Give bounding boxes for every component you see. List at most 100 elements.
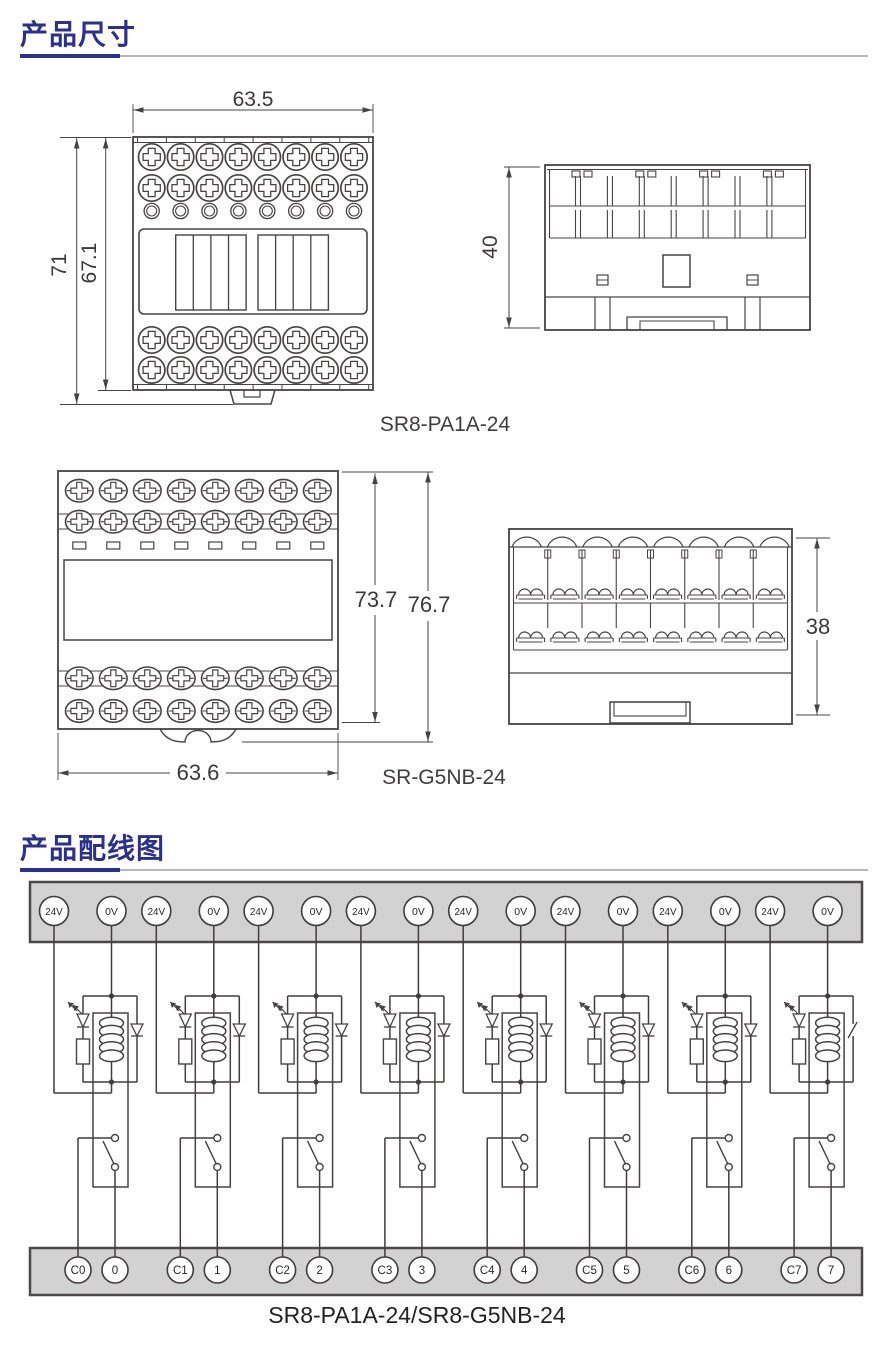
bottom-terminal-c1-1: C1 (166, 1256, 195, 1284)
top-terminal-24v-2: 24V (243, 895, 274, 927)
terminal-label: 24V (45, 907, 63, 918)
terminal-label: 24V (250, 907, 268, 918)
dimension-label: 40 (480, 235, 502, 258)
terminal-label: 0V (821, 906, 834, 918)
terminal-screws (137, 142, 369, 385)
section-title-dimensions: 产品尺寸 (20, 13, 136, 53)
bottom-terminal-3-3: 3 (408, 1256, 436, 1284)
terminal-label: 0 (112, 1265, 118, 1277)
terminal-label: 5 (623, 1265, 629, 1277)
section-title-wiring: 产品配线图 (20, 827, 165, 867)
diode-icon (641, 1023, 656, 1038)
top-terminal-0v-4: 0V (505, 895, 537, 927)
bottom-terminal-7-7: 7 (817, 1256, 845, 1284)
relay-circuit-2 (257, 925, 349, 1257)
relay-circuit-3 (360, 925, 451, 1257)
diode-icon (539, 1023, 554, 1038)
led-indicator-icon (67, 1001, 83, 1015)
section-underline (20, 54, 868, 58)
terminal-label: 0V (719, 906, 732, 918)
led-indicator-icon (374, 1001, 390, 1015)
top-terminal-0v-6: 0V (709, 895, 741, 927)
diode-icon (334, 1023, 349, 1038)
terminal-label: 0V (105, 906, 118, 918)
top-terminal-24v-1: 24V (141, 895, 172, 927)
coil-icon (98, 1016, 125, 1063)
top-terminal-24v-6: 24V (652, 895, 684, 927)
dimension-label: 63.6 (177, 760, 220, 785)
led-indicator-icon (272, 1001, 287, 1015)
section-title-text: 产品配线图 (20, 833, 166, 864)
bottom-terminal-c0-0: C0 (64, 1256, 92, 1284)
terminal-label: 3 (419, 1265, 425, 1277)
terminal-label: 24V (352, 907, 370, 918)
coil-icon (303, 1016, 329, 1063)
dimension-label: 76.7 (408, 592, 451, 617)
top-terminal-24v-0: 24V (38, 895, 70, 927)
terminal-label: C5 (582, 1265, 597, 1277)
switch-contact (691, 1133, 733, 1172)
relay-circuit-4 (462, 925, 554, 1257)
diode-icon (232, 1023, 247, 1038)
led-indicator-icon (476, 1001, 492, 1015)
relay-circuit-7 (769, 925, 858, 1257)
terminal-label: 2 (316, 1265, 322, 1277)
bottom-terminal-c2-2: C2 (268, 1256, 297, 1284)
underline-accent (20, 54, 120, 58)
bottom-terminal-c5-5: C5 (575, 1256, 604, 1284)
terminal-label: 7 (828, 1265, 834, 1277)
terminal-label: C2 (275, 1265, 290, 1277)
terminal-label: 0V (310, 906, 323, 918)
diode-icon (129, 1023, 145, 1038)
g5nb-side-drawing: 38 (508, 528, 830, 725)
coil-icon (814, 1016, 841, 1063)
switch-contact (282, 1133, 324, 1172)
terminal-label: 24V (557, 907, 575, 918)
switch-contact (589, 1133, 631, 1172)
terminal-label: C7 (787, 1265, 802, 1277)
led-indicator-icon (579, 1001, 594, 1015)
top-terminal-0v-2: 0V (300, 895, 332, 927)
led-indicator-icon (783, 1001, 799, 1015)
relay-circuit-0 (53, 925, 145, 1257)
top-terminal-0v-0: 0V (96, 895, 127, 927)
diode-icon (743, 1023, 758, 1038)
led-indicator-icon (169, 1001, 185, 1015)
switch-contact (384, 1133, 427, 1172)
terminal-label: 0V (514, 906, 527, 918)
section-title-text: 产品尺寸 (20, 19, 137, 50)
contact-slash-icon (847, 1021, 858, 1039)
underline-accent (20, 868, 120, 872)
terminal-label: 24V (761, 907, 779, 918)
terminal-label: 24V (148, 907, 166, 918)
relay-circuit-5 (564, 925, 656, 1257)
bottom-terminal-6-6: 6 (714, 1256, 743, 1284)
bottom-terminal-c6-6: C6 (677, 1256, 706, 1284)
top-terminal-0v-1: 0V (198, 895, 230, 927)
top-terminal-24v-3: 24V (345, 895, 377, 927)
terminal-label: 0V (617, 906, 630, 918)
wiring-caption: SR8-PA1A-24/SR8-G5NB-24 (268, 1302, 566, 1328)
section-underline (20, 868, 868, 872)
coil-icon (610, 1016, 636, 1063)
bottom-terminal-1-1: 1 (203, 1256, 232, 1284)
terminal-label: 6 (726, 1265, 732, 1277)
diode-icon (436, 1023, 451, 1038)
terminal-label: C4 (480, 1265, 495, 1277)
dimension-label: 73.7 (355, 587, 398, 612)
dimension-label: 67.1 (78, 243, 101, 284)
top-terminal-24v-4: 24V (447, 895, 479, 927)
terminal-label: C1 (173, 1265, 188, 1277)
top-terminal-24v-7: 24V (754, 895, 786, 927)
switch-contact (78, 1133, 120, 1172)
underline-rule (120, 869, 868, 871)
g5nb-front-drawing: 73.7 76.7 63.6 (57, 470, 451, 785)
dimension-label: 63.5 (233, 88, 274, 111)
terminal-label: 0V (207, 906, 220, 918)
relay-circuit-1 (155, 925, 247, 1257)
coil-icon (405, 1016, 432, 1063)
switch-contact (487, 1133, 529, 1172)
bottom-terminal-4-4: 4 (510, 1256, 539, 1284)
